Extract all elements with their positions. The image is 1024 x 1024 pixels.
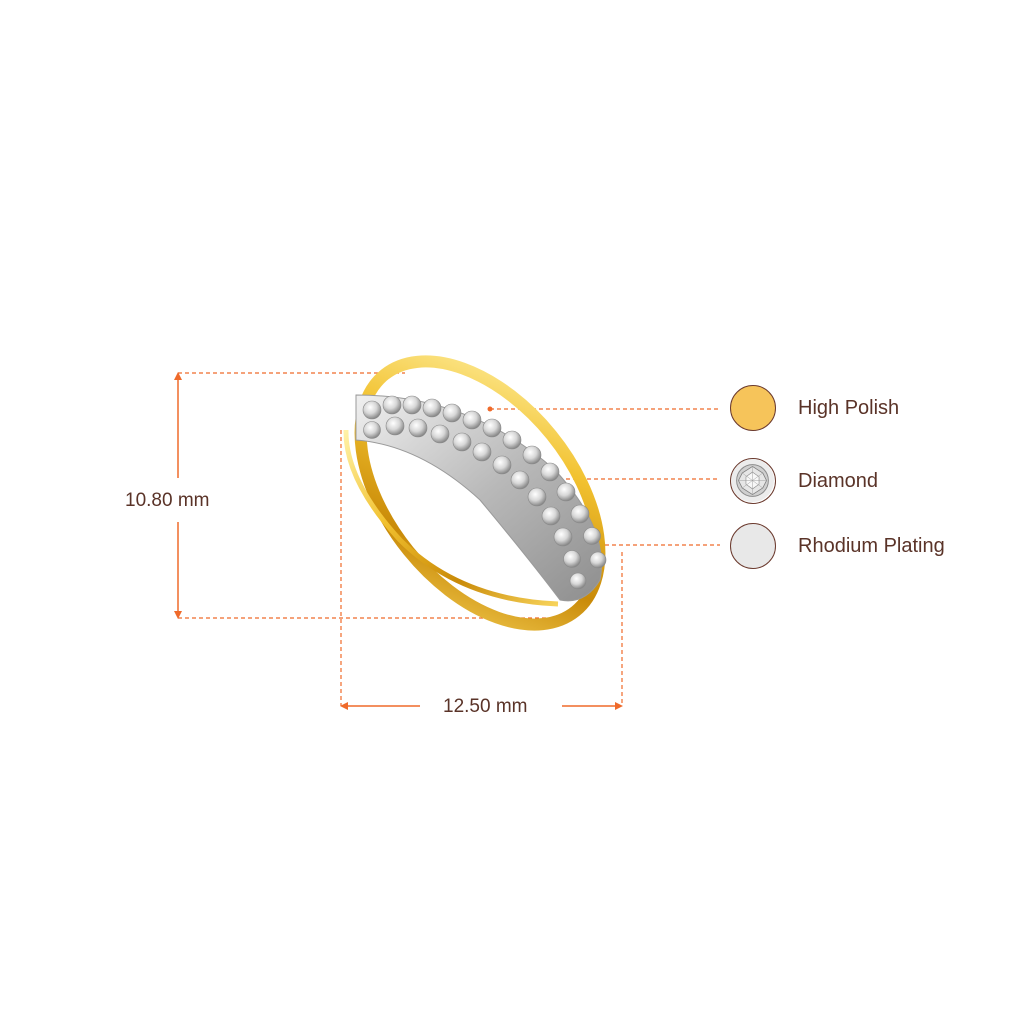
width-dimension-label: 12.50 mm [443, 696, 528, 717]
dimension-axes [177, 376, 619, 707]
legend-item-high-polish: High Polish [730, 383, 899, 433]
legend-item-diamond: Diamond [730, 456, 878, 506]
legend-label: Diamond [798, 469, 879, 492]
gold-swatch-icon [730, 385, 776, 431]
rhodium-swatch-icon [730, 523, 776, 569]
height-dimension-label: 10.80 mm [125, 490, 210, 511]
legend-label: Rhodium Plating [798, 534, 945, 557]
dimension-arrowheads [174, 372, 623, 710]
diamond-row [362, 395, 607, 590]
ring [343, 355, 607, 631]
diamond-swatch-icon [730, 458, 776, 504]
legend-item-rhodium-plating: Rhodium Plating [730, 521, 945, 571]
legend-label: High Polish [798, 396, 900, 419]
